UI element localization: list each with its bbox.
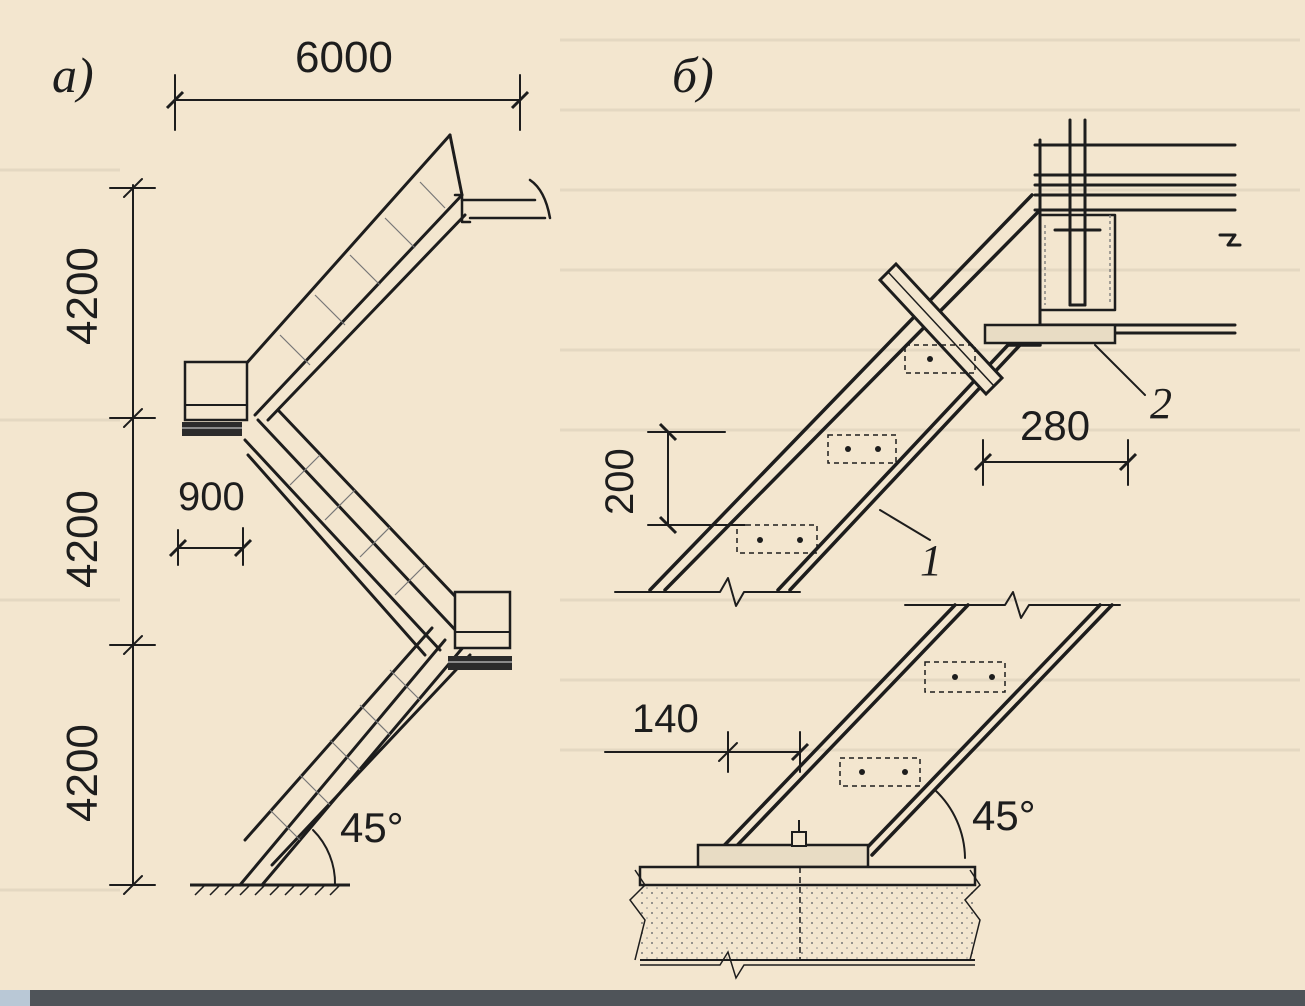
- dim-top-label: 6000: [295, 33, 393, 82]
- top-beam-assembly: [1033, 118, 1242, 335]
- lower-flight: [238, 626, 472, 887]
- dim-height-label-3: 4200: [58, 724, 107, 822]
- dimension-height-line: [109, 178, 156, 895]
- top-beam: [453, 178, 552, 224]
- callout-1-leader: [879, 509, 931, 541]
- lower-stringers: [713, 603, 1114, 857]
- dim-plate-label: 280: [1020, 402, 1090, 449]
- dimension-landing-line: [168, 527, 253, 566]
- angle-arc-b: [934, 789, 966, 859]
- bearing-plate-top: [983, 323, 1117, 345]
- ground-line: [190, 883, 350, 896]
- dimension-rise-line: [647, 422, 746, 535]
- upper-step-bolts: [757, 356, 933, 543]
- dim-height-label-2: 4200: [58, 490, 107, 588]
- angle-arc-a: [312, 829, 337, 886]
- angle-label-b: 45°: [972, 792, 1036, 839]
- dim-landing-label: 900: [178, 475, 245, 519]
- dim-height-label-1: 4200: [58, 247, 107, 345]
- callout-2-leader: [1094, 344, 1146, 396]
- lower-step-bolts: [859, 674, 995, 775]
- dimension-plate-line: [973, 439, 1138, 486]
- upper-flight: [243, 133, 467, 422]
- bottom-frame-bar: [30, 990, 1305, 1006]
- lower-steps: [839, 661, 1006, 787]
- middle-flight-rungs: [289, 454, 426, 596]
- dim-run-label: 140: [632, 697, 699, 741]
- foundation: [629, 865, 981, 980]
- dimension-run-line: [604, 731, 810, 773]
- upper-break-marks: [614, 577, 801, 607]
- lower-flight-rungs: [269, 669, 421, 841]
- callout-1-label: 1: [920, 536, 942, 585]
- top-beam-weld: [1044, 215, 1111, 305]
- panel-b-detail: б) 200 140 280 2 1 45°: [598, 47, 1242, 980]
- dimension-width-line: [165, 74, 530, 131]
- middle-flight: [243, 408, 472, 657]
- panel-a-ladder-elevation: а) 6000 4200 4200 4200 900 45°: [52, 33, 552, 896]
- dim-rise-label: 200: [598, 448, 642, 515]
- panel-a-label: а): [52, 47, 94, 103]
- lower-break-marks: [904, 591, 1121, 619]
- upper-flight-rungs: [279, 181, 446, 366]
- left-landing: [182, 360, 249, 436]
- background-bleed-lines: [0, 38, 1300, 892]
- callout-2-label: 2: [1150, 379, 1172, 428]
- right-landing: [448, 590, 512, 670]
- angle-label-a: 45°: [340, 804, 404, 851]
- bracing-plate: [877, 261, 1005, 397]
- upper-stringers: [648, 193, 1042, 592]
- upper-steps: [736, 344, 976, 554]
- panel-b-label: б): [672, 47, 714, 103]
- base-plate: [696, 820, 870, 869]
